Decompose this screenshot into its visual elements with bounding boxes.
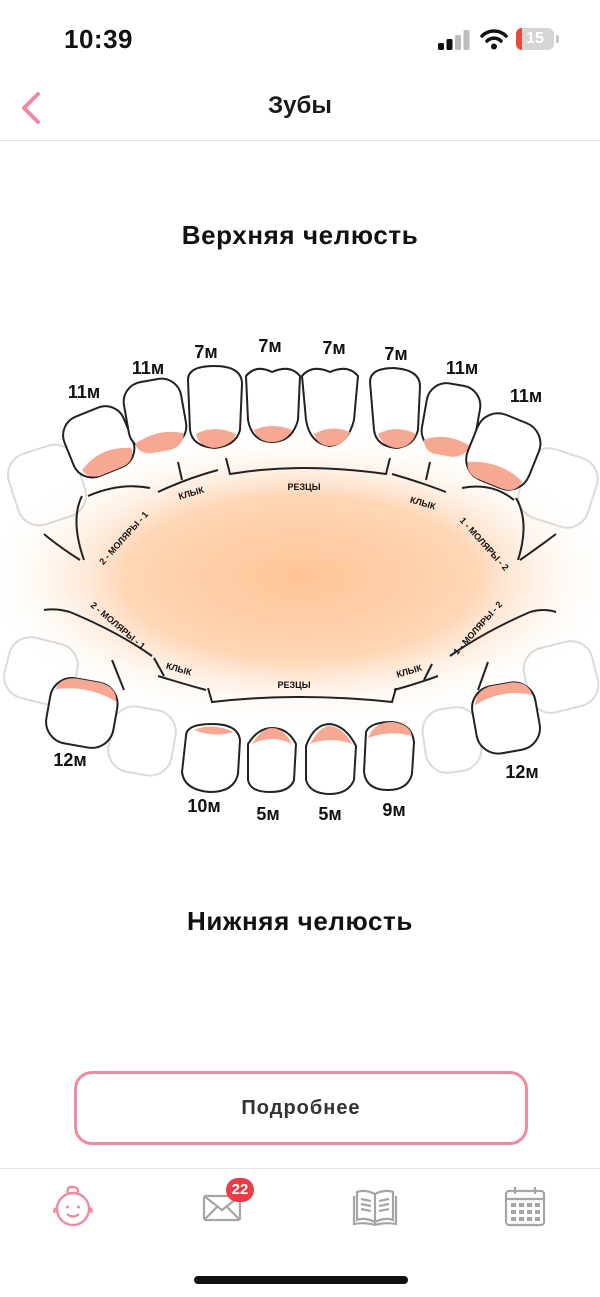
wifi-icon — [480, 29, 508, 50]
cellular-signal-icon — [438, 30, 470, 50]
tooth-age-label: 5м — [318, 804, 341, 824]
lower-teeth — [45, 677, 541, 796]
calendar-icon — [504, 1187, 546, 1227]
status-bar: 10:39 15 — [0, 0, 600, 80]
battery-percent: 15 — [526, 30, 544, 47]
upper-brackets — [43, 457, 557, 561]
tooth-age-label: 10м — [187, 796, 220, 816]
upper-teeth — [62, 364, 542, 491]
tooth — [186, 364, 244, 450]
back-button[interactable] — [12, 86, 52, 130]
tooth — [305, 722, 358, 796]
tab-bar — [0, 1168, 600, 1249]
tooth-age-label: 7м — [258, 336, 281, 356]
tooth — [122, 377, 188, 454]
lower-brackets — [43, 608, 557, 704]
more-info-button[interactable]: Подробнее — [74, 1071, 528, 1145]
tooth-age-label: 11м — [510, 386, 542, 406]
tab-library[interactable] — [350, 1182, 400, 1232]
tab-baby[interactable] — [48, 1182, 98, 1232]
tooth — [465, 412, 542, 491]
group-label-incisors: РЕЗЦЫ — [277, 680, 310, 690]
tooth-age-label: 7м — [322, 338, 345, 358]
book-icon — [352, 1189, 398, 1227]
tooth — [362, 720, 416, 792]
group-label-incisors: РЕЗЦЫ — [287, 482, 320, 492]
baby-face-icon — [53, 1185, 93, 1227]
tooth-age-label: 7м — [194, 342, 217, 362]
tooth — [471, 681, 541, 755]
notification-badge: 22 — [226, 1178, 254, 1202]
home-indicator[interactable] — [194, 1276, 408, 1284]
more-info-button-label: Подробнее — [241, 1096, 361, 1119]
tooth-age-label: 7м — [384, 344, 407, 364]
tooth-age-label: 11м — [446, 358, 478, 378]
status-time: 10:39 — [64, 24, 133, 54]
upper-age-labels: 11м 11м 7м 7м 7м 7м 11м 11м — [68, 336, 542, 406]
battery-icon: 15 — [516, 28, 560, 52]
page-title: Зубы — [268, 92, 332, 119]
tooth — [244, 367, 302, 444]
tooth-age-label: 11м — [68, 382, 100, 402]
lower-jaw-title: Нижняя челюсть — [187, 906, 413, 936]
tooth — [420, 382, 482, 457]
tooth-age-label: 11м — [132, 358, 164, 378]
lower-age-labels: 12м 10м 5м 5м 9м 12м — [53, 750, 538, 824]
nav-bar: Зубы — [0, 80, 600, 141]
tooth — [45, 677, 119, 749]
tooth — [180, 722, 242, 794]
mouth-glow — [0, 428, 600, 728]
upper-jaw-title: Верхняя челюсть — [181, 220, 419, 250]
chevron-left-icon — [22, 92, 40, 124]
tooth-age-label: 9м — [382, 800, 405, 820]
tooth — [247, 726, 298, 794]
tooth-age-label: 5м — [256, 804, 279, 824]
tooth-age-label: 12м — [53, 750, 86, 770]
tooth — [368, 366, 422, 450]
tooth-age-label: 12м — [505, 762, 538, 782]
teeth-diagram: 11м 11м 7м 7м 7м 7м 11м 11м 12м 10м 5м 5… — [0, 336, 600, 824]
tooth — [300, 367, 360, 448]
tab-calendar[interactable] — [500, 1182, 550, 1232]
